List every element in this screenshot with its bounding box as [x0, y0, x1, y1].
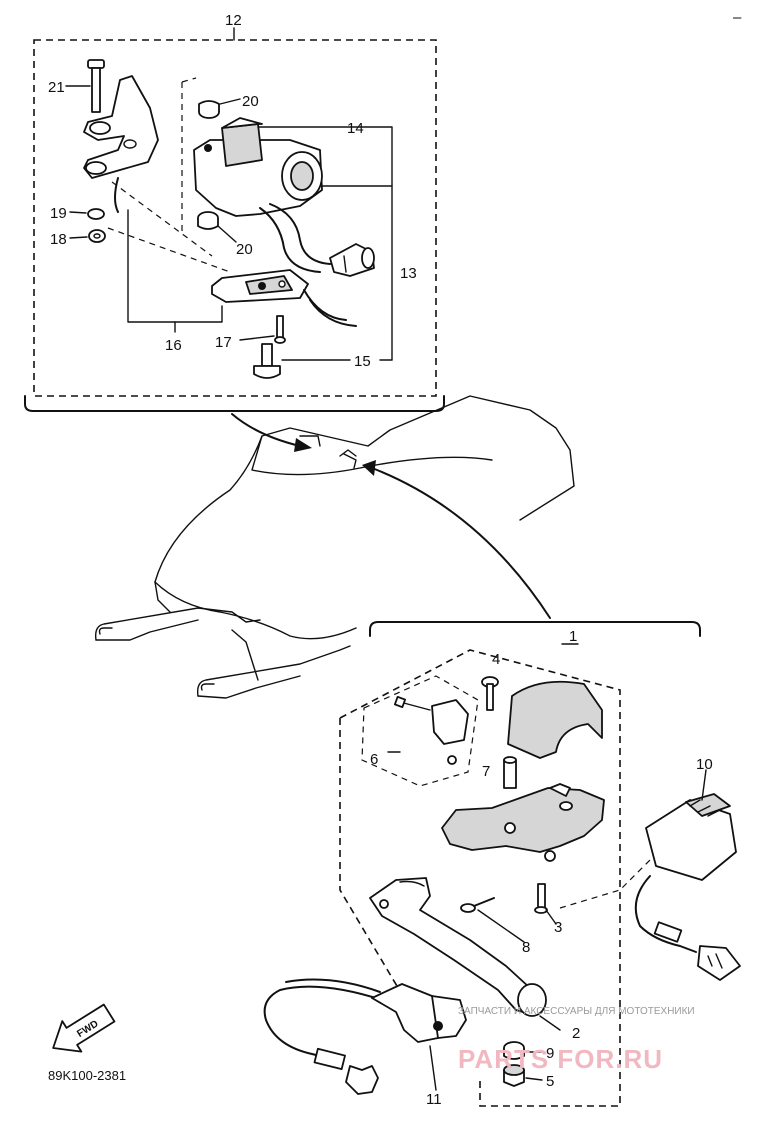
label-17: 17	[215, 334, 232, 351]
nut-18	[88, 229, 106, 243]
group-12-bracket	[24, 395, 445, 412]
group-6-frame	[361, 675, 479, 787]
snowmobile-outline	[94, 395, 575, 699]
bolt-8	[460, 897, 495, 913]
label-13: 13	[400, 265, 417, 282]
upper-switch-group: 12 21 20 20 14 19 18 13 16 17 15	[24, 12, 445, 412]
label-8: 8	[522, 939, 530, 956]
label-12: 12	[225, 12, 242, 29]
brake-switch-11	[263, 978, 467, 1095]
group-12-frame	[33, 39, 437, 397]
label-18: 18	[50, 231, 67, 248]
label-10: 10	[696, 756, 713, 773]
label-7: 7	[482, 763, 490, 780]
pin-7	[503, 756, 517, 789]
bolt-21	[87, 59, 105, 113]
corner-mark: –	[733, 9, 742, 26]
washer-19	[87, 208, 105, 220]
screw-4	[481, 676, 499, 711]
lever-cover	[507, 680, 603, 759]
connector-plug	[329, 243, 375, 277]
label-20-top: 20	[242, 93, 259, 110]
arrow-lower-group	[371, 467, 551, 619]
label-19: 19	[50, 205, 67, 222]
label-21: 21	[48, 79, 65, 96]
screw-17	[274, 315, 286, 344]
brake-lever-2	[369, 877, 547, 1017]
label-11: 11	[426, 1091, 442, 1108]
group-1-bracket	[369, 621, 701, 637]
watermark-brand: PARTS FOR.RU	[458, 1044, 663, 1074]
label-6: 6	[370, 751, 378, 768]
fwd-arrow: FWD	[52, 1003, 116, 1053]
bracket-16	[83, 75, 159, 213]
label-14: 14	[347, 120, 364, 137]
label-2: 2	[572, 1025, 580, 1042]
clamp-6	[393, 695, 469, 765]
label-16: 16	[165, 337, 182, 354]
arrow-upper-group	[231, 413, 301, 447]
label-15: 15	[354, 353, 371, 370]
label-1: 1	[569, 628, 577, 645]
label-9: 9	[546, 1045, 554, 1062]
lever-holder	[441, 783, 605, 862]
lower-lever-group: 1 4 6 7 10 3 8 2 9 5 11	[263, 621, 741, 1108]
nut-5	[503, 1064, 525, 1087]
group-1-frame	[339, 649, 621, 1107]
bolt-15	[253, 343, 281, 379]
label-4: 4	[492, 651, 500, 668]
screw-3	[534, 883, 548, 914]
watermark-tagline: ЗАПЧАСТИ И АКСЕССУАРЫ ДЛЯ МОТОТЕХНИКИ	[458, 1006, 695, 1017]
label-3: 3	[554, 919, 562, 936]
label-5: 5	[546, 1073, 554, 1090]
grommet-20-top	[198, 100, 220, 119]
sensor-10	[634, 793, 741, 981]
switch-housing-14	[193, 117, 331, 273]
drawing-code: 89K100-2381	[48, 1068, 126, 1083]
label-20-bottom: 20	[236, 241, 253, 258]
grommet-20-bottom	[197, 211, 219, 230]
switch-base-plate	[211, 269, 357, 327]
